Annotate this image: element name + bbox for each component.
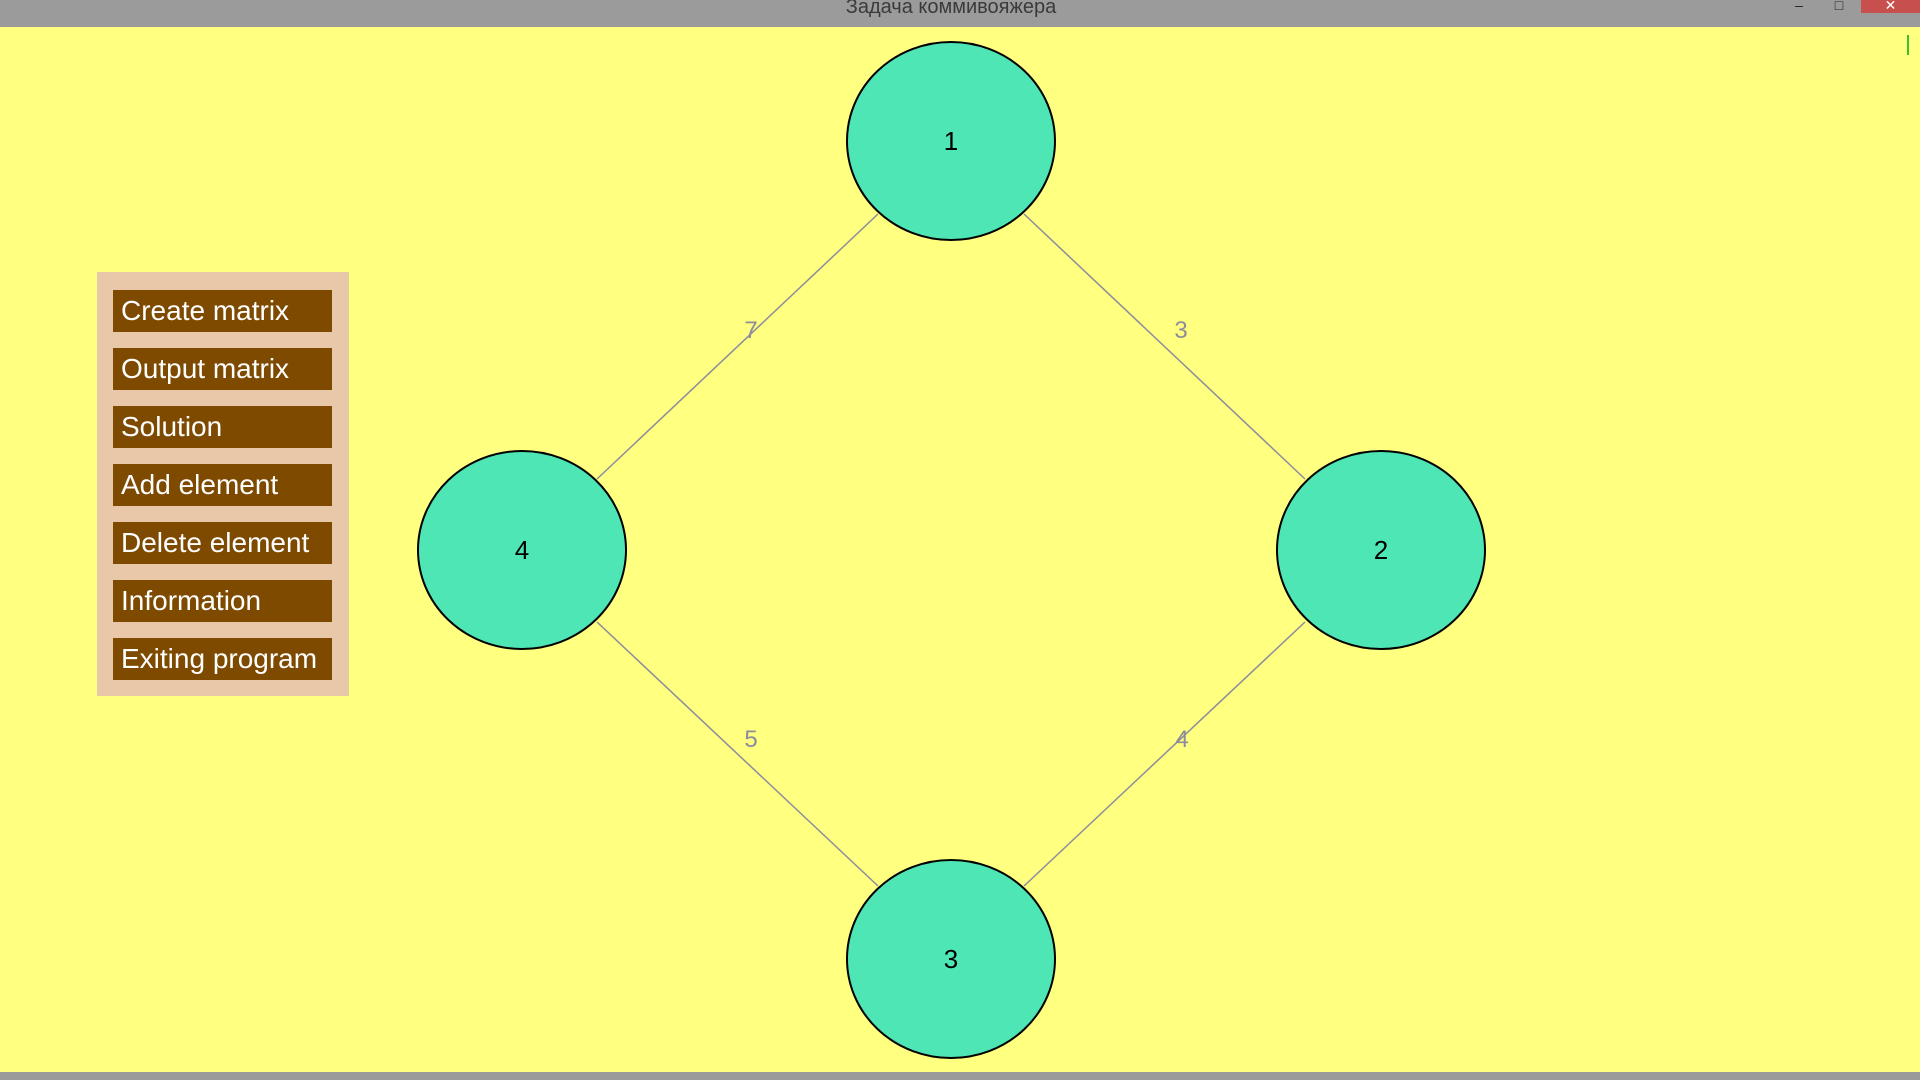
edge-4-3 [596,621,879,887]
graph-node-1[interactable]: 1 [846,41,1056,241]
edge-weight-1-4: 7 [744,317,757,344]
edge-weight-2-3: 4 [1175,726,1188,753]
minimize-button[interactable]: – [1795,0,1803,13]
edge-1-4 [596,213,879,480]
add-element-button[interactable]: Add element [113,464,332,506]
information-button[interactable]: Information [113,580,332,622]
maximize-button[interactable]: □ [1834,0,1844,13]
text-caret [1907,35,1909,55]
title-bar: Задача коммивояжера – □ ✕ [0,0,1920,27]
solution-button[interactable]: Solution [113,406,332,448]
node-label-2: 2 [1374,535,1388,565]
menu-panel: Create matrix Output matrix Solution Add… [97,272,349,696]
edge-weight-4-3: 5 [744,726,757,753]
node-label-3: 3 [944,944,958,974]
graph-node-3[interactable]: 3 [846,859,1056,1059]
graph-node-2[interactable]: 2 [1276,450,1486,650]
output-matrix-button[interactable]: Output matrix [113,348,332,390]
create-matrix-button[interactable]: Create matrix [113,290,332,332]
bottom-border [0,1072,1920,1080]
edge-1-2 [1023,213,1306,480]
delete-element-button[interactable]: Delete element [113,522,332,564]
node-label-1: 1 [944,126,958,156]
graph-node-4[interactable]: 4 [417,450,627,650]
window-title: Задача коммивояжера [845,0,1057,18]
edge-2-3 [1023,621,1306,887]
graph-canvas: 7 3 5 4 1 2 3 4 [417,41,1486,1059]
exit-program-button[interactable]: Exiting program [113,638,332,680]
node-label-4: 4 [515,535,529,565]
edge-weight-1-2: 3 [1174,317,1187,344]
close-button[interactable]: ✕ [1861,0,1920,13]
